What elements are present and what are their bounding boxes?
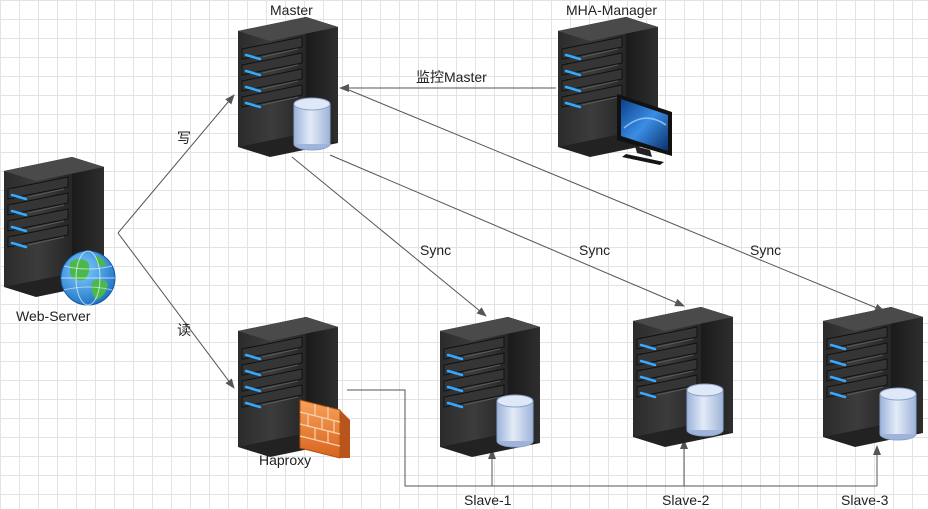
edge-haproxy-slaves (347, 389, 881, 487)
edge-sync-slave3 (343, 87, 885, 312)
edge-sync-slave1 (291, 156, 487, 317)
write-edge-label: 写 (177, 130, 191, 146)
firewall-icon (299, 399, 350, 459)
edge-write (117, 94, 235, 234)
slave2-database-icon (686, 383, 724, 437)
haproxy-label: Haproxy (259, 452, 312, 468)
sync-label-slave2: Sync (579, 242, 611, 258)
slave3-label: Slave-3 (841, 492, 889, 508)
monitor-icon (617, 94, 672, 165)
slave2-label: Slave-2 (662, 492, 710, 508)
master-label: Master (270, 2, 313, 18)
manager-label: MHA-Manager (566, 2, 658, 18)
edge-sync-slave2 (329, 154, 685, 307)
slave1-database-icon (496, 394, 534, 448)
web-server-label: Web-Server (16, 308, 91, 324)
slave1-label: Slave-1 (464, 492, 512, 508)
sync-label-slave3: Sync (750, 242, 782, 258)
read-edge-label: 读 (177, 322, 191, 338)
master-database-icon (293, 97, 331, 151)
edge-read (117, 232, 235, 389)
sync-label-slave1: Sync (420, 242, 452, 258)
slave3-database-icon (879, 387, 917, 441)
globe-icon (60, 250, 116, 306)
monitor-edge-label: 监控Master (416, 69, 487, 85)
